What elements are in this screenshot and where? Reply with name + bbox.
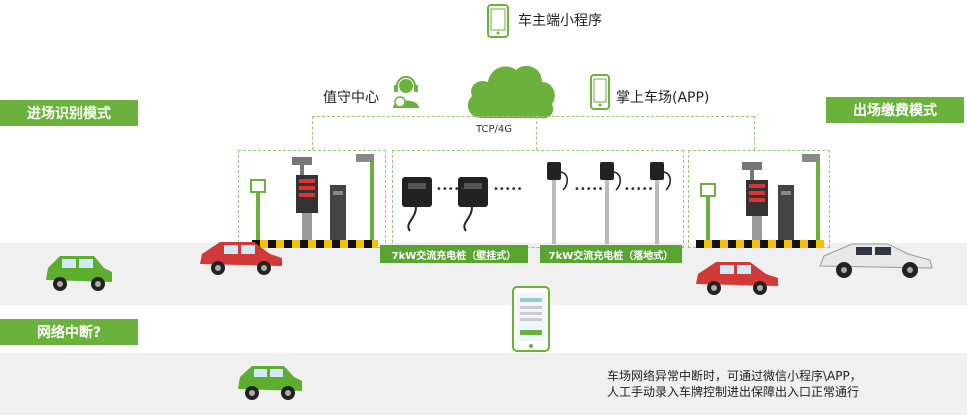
floor-charger-icon: [547, 162, 568, 244]
exit-light-pole-icon: [802, 154, 820, 244]
mobile-app-phone-icon: [512, 286, 550, 352]
exit-sign-post-icon: [700, 183, 716, 242]
network-line-top: [312, 116, 754, 117]
road-band-lower: [0, 353, 967, 415]
entry-sign-post-icon: [250, 179, 266, 242]
green-car-icon: [46, 256, 112, 291]
network-line-center: [536, 116, 537, 150]
floor-charger-label: 7kW交流充电桩（落地式）: [540, 245, 682, 263]
wall-charger-ellipsis-2: •••••: [493, 184, 523, 195]
red-car-exit-icon: [696, 262, 778, 295]
exit-mode-badge: 出场缴费模式: [826, 97, 964, 123]
floor-charger-icon-2: [600, 162, 621, 244]
network-line-left: [312, 116, 313, 150]
network-label: TCP/4G: [476, 124, 513, 135]
exit-barrier-strip: [696, 240, 824, 248]
app-phone-icon: [590, 74, 610, 110]
headset-operator-icon: [393, 76, 419, 108]
wall-charger-icon-2: [458, 177, 488, 232]
green-car-lower-icon: [238, 366, 302, 400]
entry-mode-badge: 进场识别模式: [0, 100, 138, 126]
wall-charger-icon: [402, 177, 432, 232]
floor-charger-ellipsis: •••••: [574, 184, 604, 195]
app-label: 掌上车场(APP): [616, 90, 710, 106]
entry-barrier-icon: [330, 185, 346, 243]
duty-center-label: 值守中心: [323, 90, 379, 106]
exit-barrier-icon: [778, 185, 794, 243]
exit-camera-gate-icon: [742, 162, 768, 244]
wall-charger-ellipsis: •••••: [436, 184, 466, 195]
network-fallback-note-line2: 人工手动录入车牌控制进出保障出入口正常通行: [607, 385, 860, 399]
entry-light-pole-icon: [356, 154, 374, 244]
floor-charger-ellipsis-2: •••••: [624, 184, 654, 195]
phone-icon: [487, 4, 509, 38]
entry-camera-gate-icon: [292, 157, 318, 243]
miniprogram-label: 车主端小程序: [518, 13, 602, 29]
wall-charger-label: 7kW交流充电桩（壁挂式）: [380, 245, 528, 263]
charging-zone-box: [392, 150, 684, 248]
red-car-entry-icon: [200, 242, 282, 275]
network-down-badge: 网络中断?: [0, 319, 138, 345]
floor-charger-icon-3: [650, 162, 671, 244]
entry-barrier-strip: [252, 240, 378, 248]
white-car-icon: [819, 243, 933, 278]
cloud-icon: [467, 66, 555, 119]
network-line-right: [754, 116, 755, 150]
network-fallback-note-line1: 车场网络异常中断时，可通过微信小程序\APP，: [607, 369, 862, 383]
